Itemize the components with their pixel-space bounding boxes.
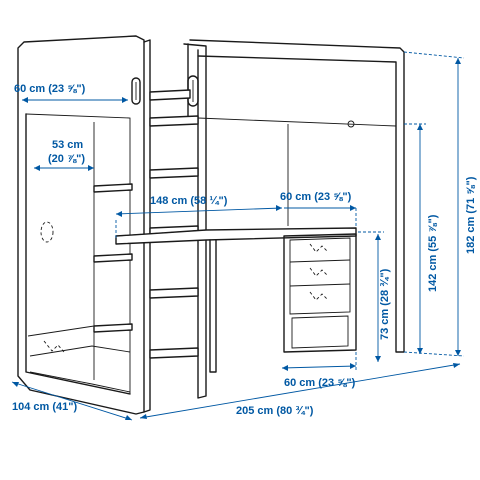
dim-arrow (350, 363, 356, 369)
dim-arrow (453, 363, 460, 368)
dimension-labels: 60 cm (23 ⅝") 53 cm (20 ⅞") 148 cm (58 ¼… (12, 83, 477, 417)
knob (347, 120, 355, 128)
dim-arrow (375, 234, 381, 240)
dim-arrow (282, 365, 288, 371)
dim-arrow (12, 382, 19, 387)
dim-total-depth-line (11, 381, 133, 421)
label-desk-depth: 60 cm (23 ⅝") (280, 191, 352, 203)
hanger-dashed-2 (43, 340, 65, 353)
dim-arrow (350, 205, 356, 211)
dimension-lines (11, 51, 465, 421)
dim-desk-width-line (115, 207, 283, 215)
label-total-height: 182 cm (71 ⅝") (465, 176, 477, 254)
drawer-2 (289, 283, 351, 287)
label-desk-height: 73 cm (28 ¾") (379, 268, 391, 340)
wardrobe-shelf-1 (93, 183, 133, 193)
wardrobe-plinth (29, 345, 131, 357)
label-inner-width-in: (20 ⅞") (48, 153, 85, 165)
dim-arrow (125, 415, 132, 420)
label-bottom-depth: 60 cm (23 ⅝") (284, 377, 356, 389)
desk-leg (209, 239, 217, 373)
label-wardrobe-width: 60 cm (23 ⅝") (14, 83, 86, 95)
dim-bottom-depth-line (281, 365, 357, 369)
drawer-handle-2 (309, 267, 329, 277)
dim-arrow (122, 97, 128, 103)
dim-arrow (140, 414, 147, 419)
ladder-rung-6 (149, 347, 199, 359)
drawer-unit-inner (289, 237, 351, 315)
drawer-1 (289, 259, 351, 263)
dim-arrow (276, 205, 282, 211)
wardrobe-shelf-3 (93, 323, 133, 333)
drawer-open-compartment (291, 315, 349, 349)
drawer-handle-1 (309, 243, 329, 253)
dim-arrow (417, 348, 423, 354)
dim-ext (403, 351, 465, 357)
drawer-handle-3 (309, 291, 329, 301)
dim-ext (403, 51, 465, 59)
dim-arrow (116, 211, 122, 217)
ladder-rung-2 (149, 115, 199, 127)
label-total-length: 205 cm (80 ¾") (236, 405, 314, 417)
desk-hidden-edge (115, 229, 207, 237)
dim-arrow (417, 124, 423, 130)
dim-arrow (375, 356, 381, 362)
wardrobe-base (29, 371, 131, 393)
ladder-right-rail (183, 43, 207, 399)
hanger-dashed-1 (40, 221, 54, 243)
ladder-rung-5 (149, 287, 199, 299)
dim-arrow (455, 350, 461, 356)
ladder-left-rail (143, 39, 151, 413)
dim-total-length-line (139, 363, 461, 419)
label-inner-width: 53 cm (52, 139, 83, 151)
bed-rail-back (197, 117, 397, 127)
dim-arrow (455, 58, 461, 64)
dim-arrow (22, 97, 28, 103)
dim-arrow (88, 165, 94, 171)
label-desk-width: 148 cm (58 ¼") (150, 195, 228, 207)
wardrobe-front-edge (25, 113, 131, 395)
wardrobe-top-edge (25, 113, 131, 394)
label-underbed-height: 142 cm (55 ⅞") (427, 214, 439, 292)
dim-arrow (34, 165, 40, 171)
wardrobe-shelf-2 (93, 253, 133, 263)
wardrobe-handle (131, 77, 141, 105)
ladder-rung-1 (149, 89, 191, 101)
label-total-depth: 104 cm (41") (12, 401, 77, 413)
ladder-rung-3 (149, 167, 199, 179)
furniture-drawing (17, 35, 405, 415)
drawer-unit (283, 233, 357, 353)
